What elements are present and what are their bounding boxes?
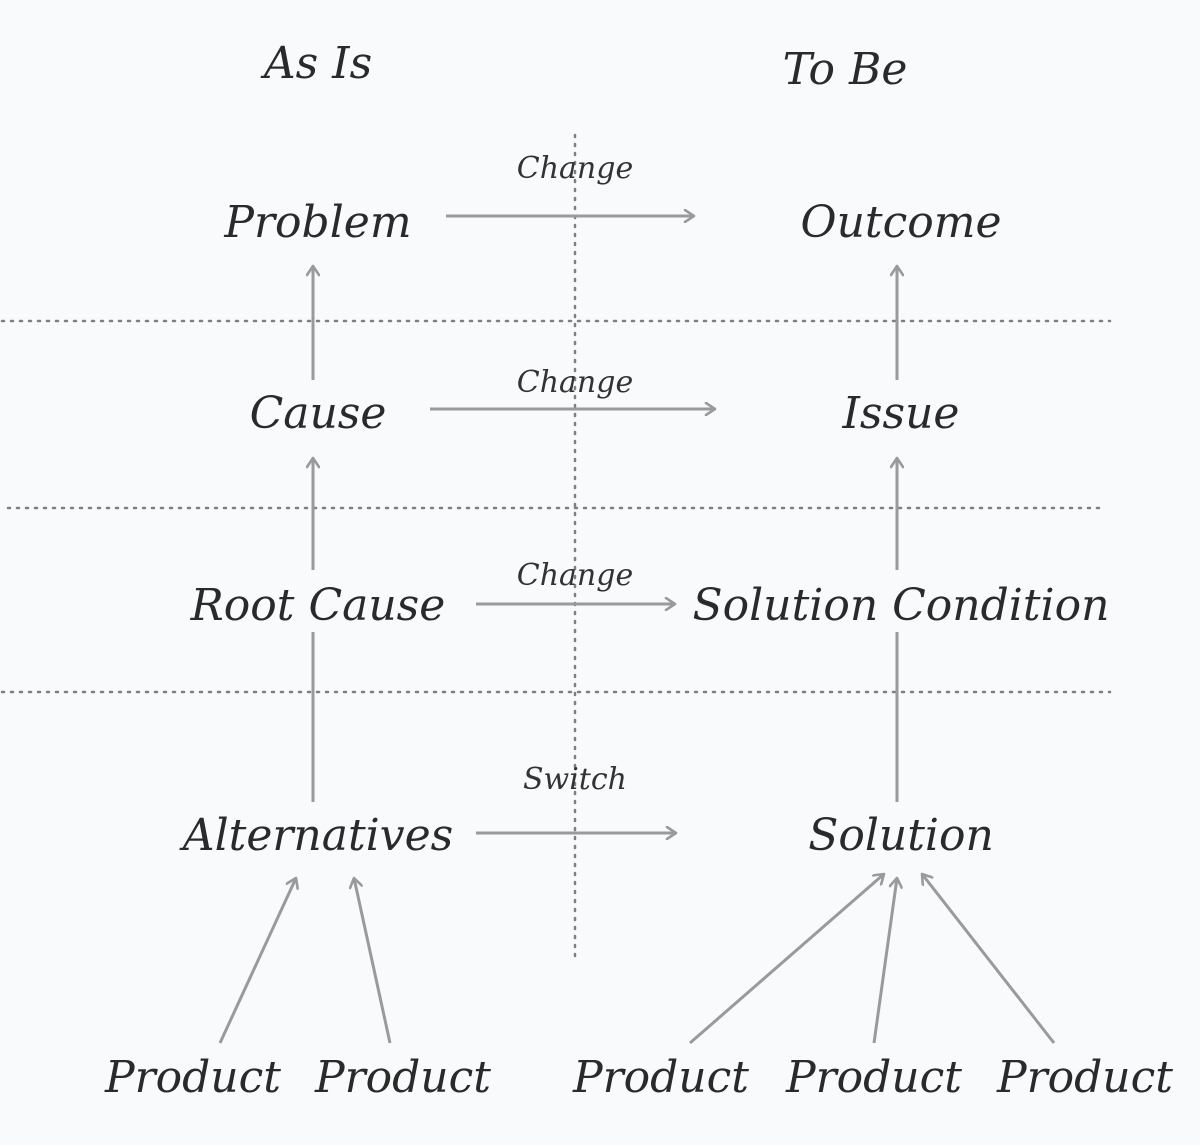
column-heading-as-is: As Is xyxy=(260,38,372,89)
arrow-product-2-to-alternatives xyxy=(354,878,392,1044)
arrow-product-1-to-alternatives xyxy=(218,878,296,1044)
column-heading-to-be: To Be xyxy=(783,44,908,95)
node-solution-condition: Solution Condition xyxy=(693,580,1110,631)
node-product-3: Product xyxy=(572,1052,749,1103)
node-issue: Issue xyxy=(842,388,960,439)
edge-label-switch: Switch xyxy=(523,762,627,797)
node-solution: Solution xyxy=(808,810,994,861)
edge-label-change-2: Change xyxy=(517,365,633,400)
node-alternatives: Alternatives xyxy=(179,810,453,861)
arrow-product-5-to-solution xyxy=(922,874,1056,1044)
node-product-1: Product xyxy=(104,1052,281,1103)
node-cause: Cause xyxy=(250,388,387,439)
edge-label-change-3: Change xyxy=(517,558,633,593)
node-product-5: Product xyxy=(996,1052,1173,1103)
edge-label-change-1: Change xyxy=(517,151,633,186)
node-root-cause: Root Cause xyxy=(190,580,446,631)
node-product-4: Product xyxy=(785,1052,962,1103)
arrow-product-3-to-solution xyxy=(689,874,884,1045)
arrow-product-4-to-solution xyxy=(872,878,897,1044)
node-outcome: Outcome xyxy=(801,197,1002,248)
node-problem: Problem xyxy=(223,197,411,248)
node-product-2: Product xyxy=(314,1052,491,1103)
